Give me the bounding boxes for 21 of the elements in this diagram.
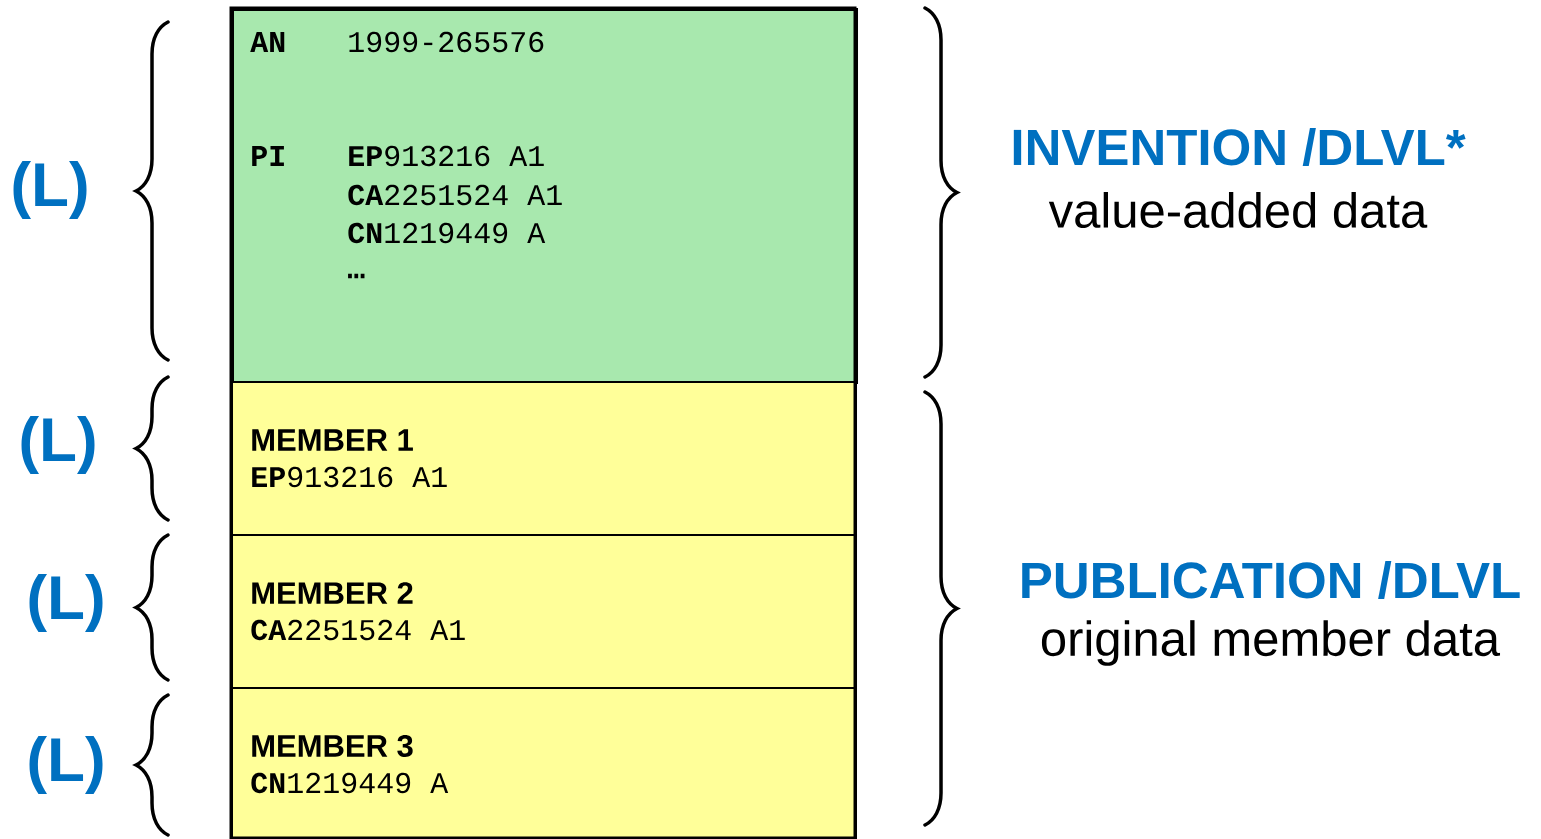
member-heading: MEMBER 1: [252, 429, 413, 451]
level-heading: INVENTION /DLVL*: [1013, 128, 1466, 166]
level-heading: PUBLICATION /DLVL: [1022, 561, 1520, 599]
level-marker: (L): [29, 574, 103, 632]
level-description: original member data: [1041, 620, 1501, 666]
level-description: value-added data: [1048, 192, 1428, 228]
member-heading: MEMBER 3: [252, 735, 413, 757]
field-label: AN: [250, 32, 285, 52]
field-value: CA2251524 A1: [348, 184, 562, 206]
level-marker: (L): [29, 736, 103, 794]
publication-number: CA2251524 A1: [251, 619, 465, 641]
field-value: CN1219449 A: [348, 222, 546, 244]
member-heading: MEMBER 2: [252, 582, 413, 604]
publication-number: EP913216 A1: [252, 466, 447, 488]
level-marker: (L): [13, 161, 87, 219]
continuation-mark: …: [348, 273, 365, 279]
field-value: 1999-265576: [349, 31, 544, 53]
publication-number: CN1219449 A: [251, 772, 449, 794]
field-value: EP913216 A1: [349, 145, 544, 167]
level-marker: (L): [21, 416, 95, 474]
field-label: PI: [252, 146, 284, 166]
